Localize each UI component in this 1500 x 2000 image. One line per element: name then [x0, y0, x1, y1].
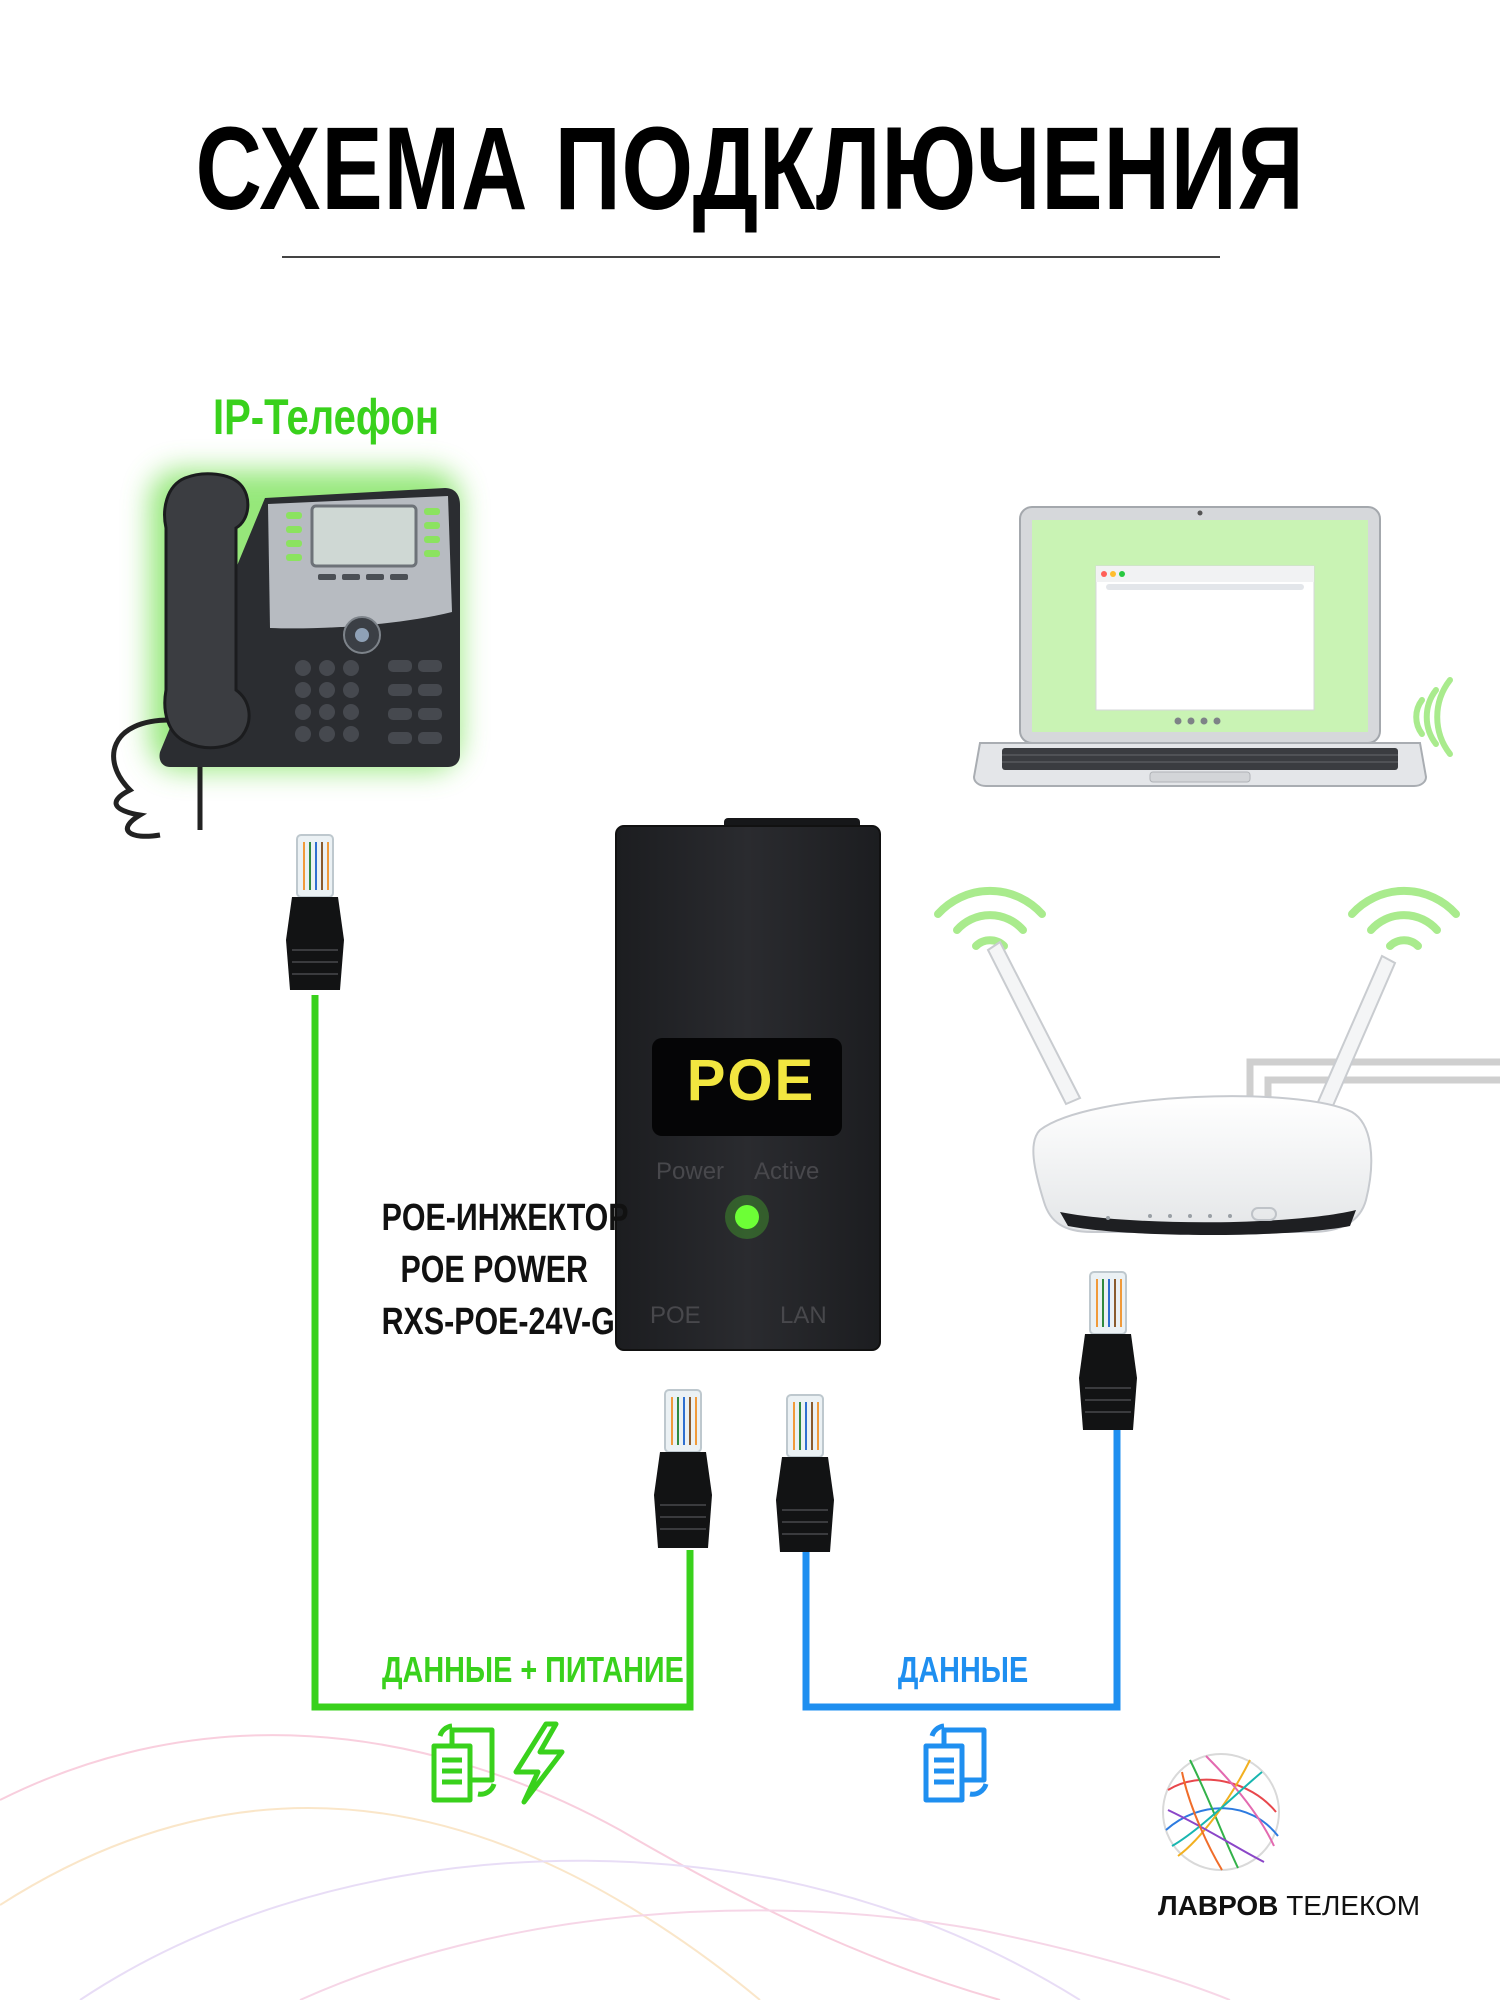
ip-phone-label: IP-Телефон [213, 392, 439, 442]
wifi-icon [1352, 891, 1456, 946]
injector-line: POE POWER [382, 1244, 588, 1296]
injector-description: POE-ИНЖЕКТОР POE POWER RXS-POE-24V-G [330, 1192, 588, 1348]
wan-cable [1250, 1062, 1500, 1100]
power-indicator-label: Power [656, 1160, 724, 1184]
data-label: ДАННЫЕ [889, 1652, 1038, 1688]
poe-display-label: POE [670, 1052, 832, 1110]
poe-port-label: POE [650, 1304, 701, 1328]
rj45-connector [1079, 1272, 1137, 1430]
wifi-icon [1416, 680, 1450, 754]
injector-line: POE-ИНЖЕКТОР [382, 1192, 588, 1244]
injector-line: RXS-POE-24V-G [382, 1296, 588, 1348]
rj45-connector [286, 835, 344, 990]
brand-name-bold: ЛАВРОВ [1158, 1890, 1278, 1921]
laptop [974, 507, 1426, 786]
router [988, 942, 1395, 1235]
document-copy-icon [926, 1726, 986, 1800]
rj45-connector [776, 1395, 834, 1552]
wifi-icon [938, 891, 1042, 946]
document-copy-icon [434, 1726, 494, 1800]
active-indicator-label: Active [754, 1160, 819, 1184]
background-curves [0, 1735, 1230, 2000]
rj45-connector [654, 1390, 712, 1548]
ip-phone [114, 470, 460, 836]
brand-logo-text: ЛАВРОВ ТЕЛЕКОМ [1158, 1892, 1420, 1920]
data-power-label: ДАННЫЕ + ПИТАНИЕ [382, 1652, 654, 1688]
brand-name-light: ТЕЛЕКОМ [1286, 1890, 1420, 1921]
lan-port-label: LAN [780, 1304, 827, 1328]
logo-globe [1163, 1754, 1279, 1870]
